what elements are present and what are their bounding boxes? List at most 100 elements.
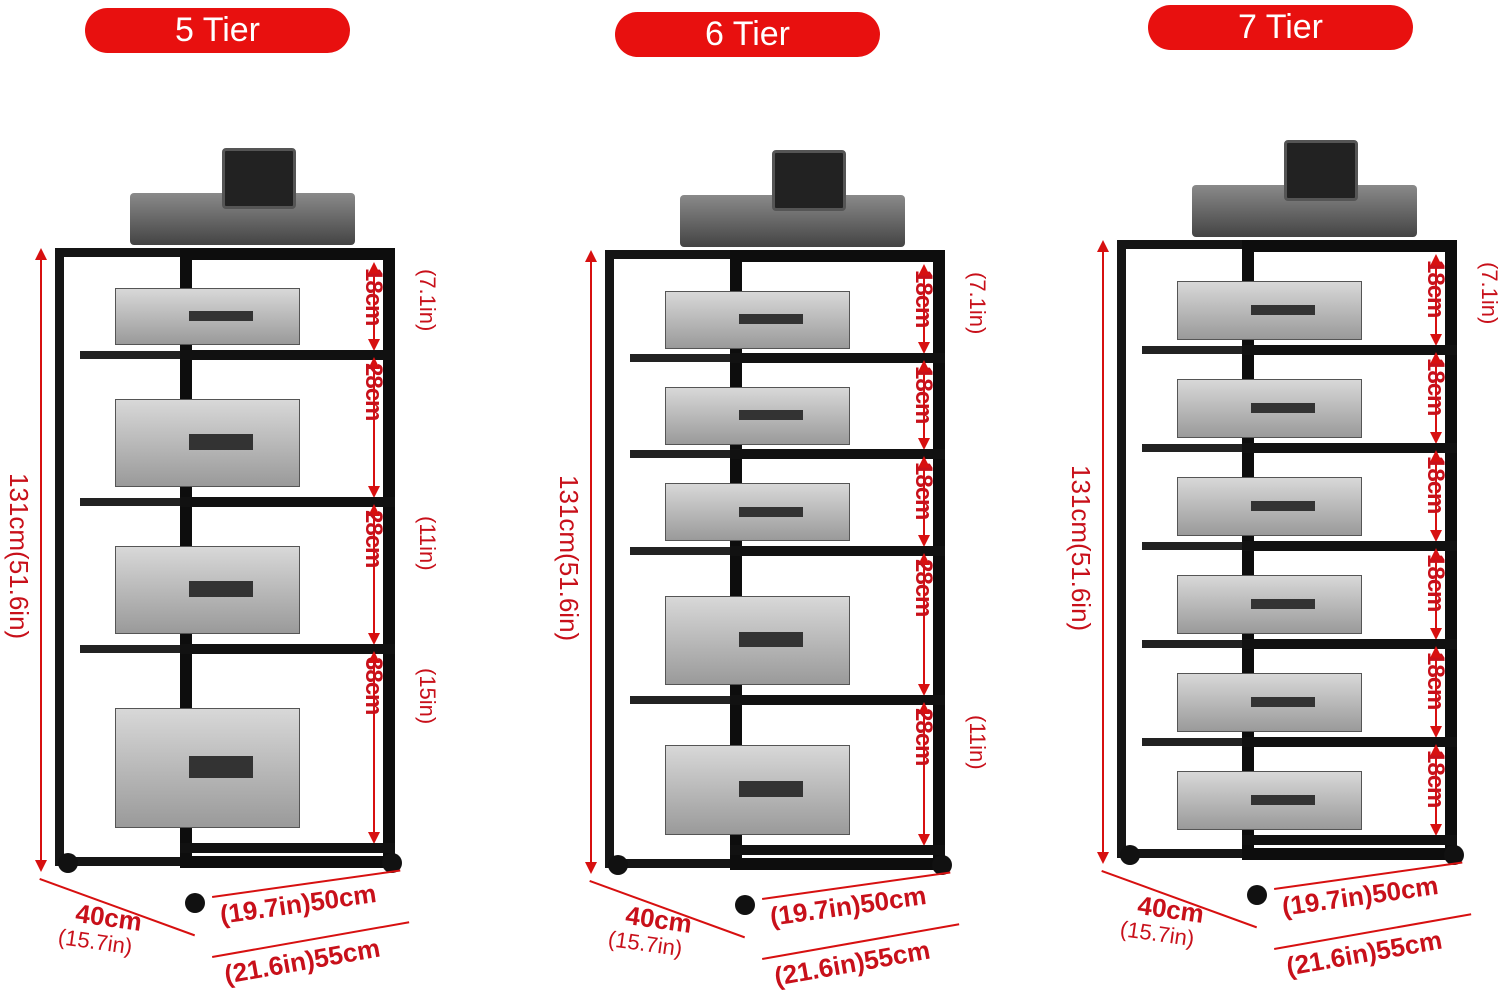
audio-device [115, 398, 300, 487]
side-shelf [1142, 738, 1242, 746]
shelf [1242, 737, 1457, 747]
height-arrow [585, 250, 597, 874]
audio-device [115, 288, 300, 346]
tier-height-label: 18cm [1422, 456, 1449, 514]
side-shelf [1142, 640, 1242, 648]
audio-device [665, 745, 850, 836]
tier-height-arrow [918, 263, 930, 355]
audio-device [665, 483, 850, 542]
width-label: (19.7in)50cm [768, 880, 929, 932]
tier-height-label: 28cm [910, 708, 937, 766]
side-shelf [1142, 346, 1242, 354]
tier-height-arrow [1430, 744, 1442, 836]
side-shelf [630, 696, 730, 705]
audio-device [1177, 379, 1362, 439]
height-label: 131cm(51.6in) [1066, 465, 1096, 632]
bottom-shelf [1242, 835, 1457, 845]
tier-height-label: 18cm [910, 462, 937, 520]
tier-height-inches: (11in) [415, 516, 440, 571]
side-shelf [1142, 542, 1242, 550]
tier-height-arrow [368, 262, 380, 350]
tier-height-arrow [368, 356, 380, 498]
tier-height-arrow [918, 456, 930, 547]
tier-height-label: 28cm [360, 362, 387, 420]
side-shelf [630, 546, 730, 555]
audio-device [665, 387, 850, 445]
rack-side-frame [605, 250, 739, 868]
caster-wheel [1247, 885, 1267, 905]
side-shelf [630, 450, 730, 459]
shelf [730, 449, 945, 460]
side-shelf [80, 350, 180, 359]
device-screen [772, 150, 846, 211]
audio-device [115, 545, 300, 634]
tier-height-inches: (7.1in) [965, 271, 990, 334]
caster-wheel [185, 893, 205, 913]
tier-height-arrow [368, 503, 380, 645]
tier-title-badge: 6 Tier [615, 12, 880, 57]
shelf [1242, 345, 1457, 355]
tier-height-arrow [1430, 548, 1442, 640]
shelf [730, 695, 945, 706]
caster-wheel [382, 853, 402, 873]
bottom-shelf [180, 843, 395, 853]
tier-height-label: 18cm [1422, 554, 1449, 612]
height-label: 131cm(51.6in) [554, 475, 584, 642]
shelf [180, 349, 395, 360]
tier-height-arrow [1430, 450, 1442, 542]
device-screen [222, 148, 296, 209]
device-screen [1284, 140, 1358, 201]
caster-wheel [608, 855, 628, 875]
tier-height-label: 18cm [910, 366, 937, 424]
bottom-shelf [730, 845, 945, 855]
tier-height-arrow [1430, 254, 1442, 346]
tier-height-inches: (11in) [965, 715, 990, 770]
audio-device [115, 708, 300, 829]
tier-height-inches: (7.1in) [415, 269, 440, 332]
tier-height-inches: (15in) [415, 668, 440, 725]
rack-side-frame [1117, 240, 1251, 858]
tier-height-arrow [918, 360, 930, 451]
tier-height-label: 28cm [360, 509, 387, 567]
tier-height-label: 18cm [1422, 750, 1449, 808]
rack-side-frame [55, 248, 189, 866]
tier-height-label: 18cm [910, 270, 937, 328]
tier-height-arrow [918, 702, 930, 846]
audio-device [1177, 575, 1362, 635]
shelf [1242, 639, 1457, 649]
audio-device [1177, 281, 1362, 341]
height-arrow [1097, 240, 1109, 864]
tier-height-label: 18cm [1422, 358, 1449, 416]
tier-height-arrow [918, 552, 930, 696]
shelf [180, 643, 395, 654]
tier-height-inches: (7.1in) [1477, 261, 1500, 325]
tier-title-badge: 5 Tier [85, 8, 350, 53]
rack-illustration: 18cm (7.1in) 18cm 18cm 28cm 28cm (11in) 131cm(5… [550, 0, 1070, 993]
shelf [730, 545, 945, 556]
audio-device [665, 290, 850, 349]
caster-wheel [735, 895, 755, 915]
tier-height-arrow [368, 650, 380, 844]
caster-wheel [1120, 845, 1140, 865]
audio-device [1177, 477, 1362, 537]
height-arrow [35, 248, 47, 872]
caster-wheel [932, 855, 952, 875]
tier-title-badge: 7 Tier [1148, 5, 1413, 50]
caster-wheel [58, 853, 78, 873]
shelf [1242, 541, 1457, 551]
width-label: (19.7in)50cm [1280, 870, 1441, 922]
shelf [730, 353, 945, 364]
tier-height-arrow [1430, 352, 1442, 444]
tier-height-arrow [1430, 646, 1442, 738]
audio-device [1177, 771, 1362, 831]
height-label: 131cm(51.6in) [4, 473, 34, 640]
tier-height-label: 28cm [910, 558, 937, 617]
tier-height-label: 18cm [360, 268, 387, 326]
audio-device [665, 595, 850, 686]
side-shelf [80, 644, 180, 653]
